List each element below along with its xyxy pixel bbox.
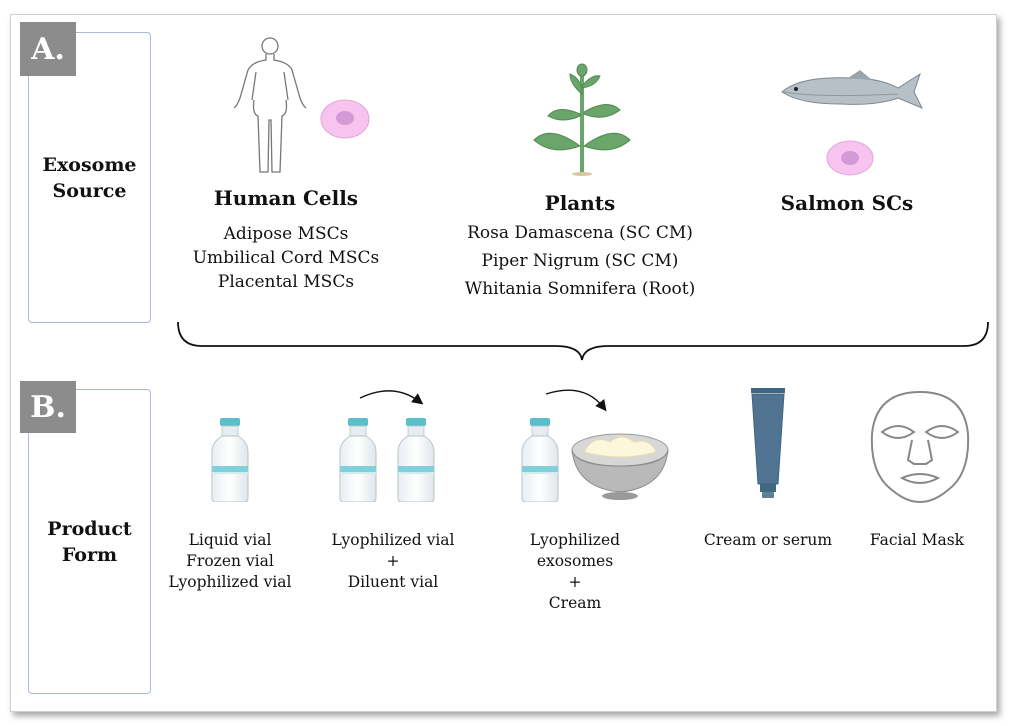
exosome-source-label-line2: Source [52,179,127,202]
salmon-icon [781,70,924,109]
caption-line: Lyophilized vial [168,573,292,591]
arrow-icon [359,390,424,405]
source-item: Piper Nigrum (SC CM) [481,251,679,271]
source-items-plants: Rosa Damascena (SC CM) Piper Nigrum (SC … [440,219,720,303]
caption-line: Lyophilized vial [331,531,455,549]
product-form-label-line1: Product [47,517,132,540]
product-caption-two-vials: Lyophilized vial + Diluent vial [318,530,468,593]
source-item: Whitania Somnifera (Root) [464,279,696,299]
exosome-source-label-line1: Exosome [42,153,137,176]
product-caption-mask: Facial Mask [852,530,982,551]
human-cell-icon [320,99,370,139]
caption-line: Cream or serum [703,531,833,549]
source-item: Umbilical Cord MSCs [192,248,380,268]
caption-line: Lyophilized [529,531,621,549]
caption-line: Liquid vial [188,531,272,549]
figure-frame [10,14,997,712]
exosome-source-box: Exosome Source [28,32,151,323]
vial-and-cream-bowl-icon [521,418,669,502]
caption-line: Diluent vial [347,573,439,591]
caption-line: Frozen vial [186,552,274,570]
source-title-plants: Plants [544,191,616,215]
caption-line: + [386,552,400,570]
plant-icon [533,63,631,176]
tube-icon [751,388,785,498]
source-items-human-cells: Adipose MSCs Umbilical Cord MSCs Placent… [166,222,406,294]
source-title-human-cells: Human Cells [213,186,359,210]
caption-line: exosomes [536,552,614,570]
grouping-brace [177,321,989,361]
two-vials-icon [339,418,435,502]
section-b-tag: B. [20,381,76,433]
human-body-icon [233,37,307,173]
product-form-label-line2: Form [61,543,118,566]
source-item: Rosa Damascena (SC CM) [467,223,693,243]
source-item: Placental MSCs [217,272,355,292]
vial-icon [211,418,249,502]
product-caption-vial: Liquid vial Frozen vial Lyophilized vial [160,530,300,593]
salmon-cell-icon [826,140,874,176]
product-caption-tube: Cream or serum [698,530,838,551]
product-form-box: Product Form [28,389,151,694]
caption-line: + [568,573,582,591]
product-caption-cream-bowl: Lyophilized exosomes + Cream [505,530,645,614]
arrow-icon [545,389,607,412]
caption-line: Cream [548,594,602,612]
caption-line: Facial Mask [869,531,965,549]
section-a-tag: A. [20,22,76,76]
source-item: Adipose MSCs [223,224,349,244]
face-mask-icon [870,390,970,504]
source-title-salmon: Salmon SCs [780,191,914,215]
